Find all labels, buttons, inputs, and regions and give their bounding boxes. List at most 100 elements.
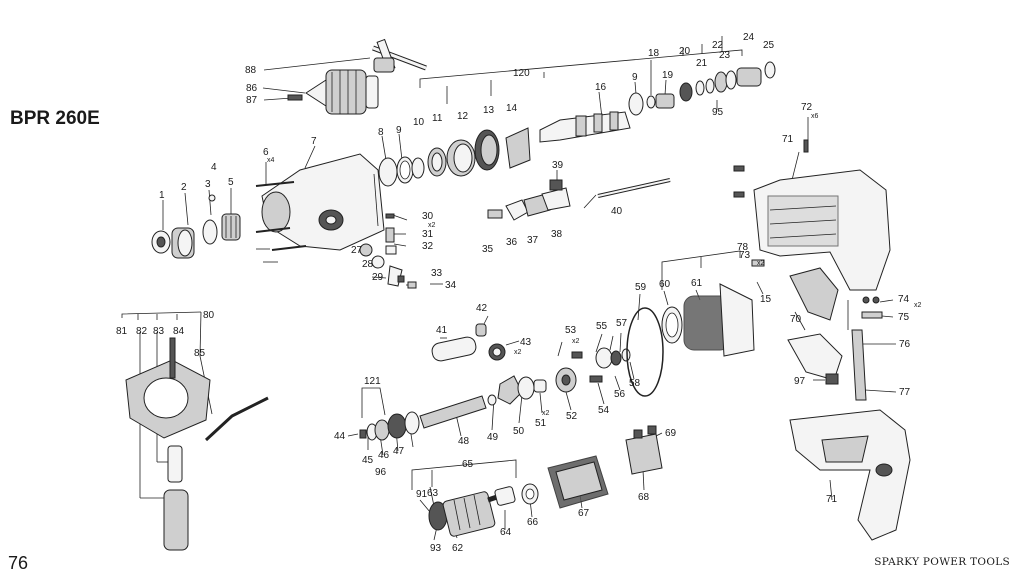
part-label-25: 25 <box>763 40 775 51</box>
part-label-7: 7 <box>311 136 317 147</box>
part-label-85: 85 <box>194 348 206 359</box>
part-label-82: 82 <box>136 326 148 337</box>
part-label-72: 72 <box>801 102 813 113</box>
part-label-48: 48 <box>458 436 470 447</box>
part-label-2: 2 <box>181 182 187 193</box>
gear-train-upper <box>378 127 531 187</box>
part-label-55: 55 <box>596 321 608 332</box>
part-label-95: 95 <box>712 107 724 118</box>
part-label-81: 81 <box>116 326 128 337</box>
part-label-27: 27 <box>351 245 363 256</box>
hammer-parts <box>487 178 671 221</box>
side-handle-illustration <box>125 337 269 551</box>
part-label-4: 4 <box>211 162 217 173</box>
parts-illustrations <box>125 38 911 551</box>
part-label-65: 65 <box>462 459 474 470</box>
part-label-37: 37 <box>527 235 539 246</box>
part-label-42: 42 <box>476 303 488 314</box>
part-label-60: 60 <box>659 279 671 290</box>
part-label-93: 93 <box>430 543 442 554</box>
part-label-9a: 9 <box>396 125 402 136</box>
part-label-76: 76 <box>899 339 911 350</box>
part-label-33: 33 <box>431 268 443 279</box>
part-label-67: 67 <box>578 508 590 519</box>
part-label-8: 8 <box>378 127 384 138</box>
part-label-41: 41 <box>436 325 448 336</box>
part-label-44: 44 <box>334 431 346 442</box>
part-label-23: 23 <box>719 50 731 61</box>
intermediate-shaft-parts <box>359 347 631 441</box>
part-label-21: 21 <box>696 58 708 69</box>
part-label-71b: 71 <box>826 494 838 505</box>
part-label-9b: 9 <box>632 72 638 83</box>
part-label-28: 28 <box>362 259 374 270</box>
part-label-62: 62 <box>452 543 464 554</box>
part-label-51: 51 <box>535 418 547 429</box>
part-label-52: 52 <box>566 411 578 422</box>
part-label-70: 70 <box>790 314 802 325</box>
part-label-32: 32 <box>422 241 434 252</box>
part-label-13: 13 <box>483 105 495 116</box>
part-qty-74: x2 <box>914 302 922 309</box>
part-label-97: 97 <box>794 376 806 387</box>
switch-parts <box>751 259 883 401</box>
part-label-84: 84 <box>173 326 185 337</box>
part-label-31: 31 <box>422 229 434 240</box>
part-label-22: 22 <box>712 40 724 51</box>
part-label-56: 56 <box>614 389 626 400</box>
chuck-key-illustration <box>372 38 427 73</box>
part-label-19: 19 <box>662 70 674 81</box>
part-qty-6: x4 <box>267 157 275 164</box>
part-qty-43: x2 <box>514 349 522 356</box>
part-label-46: 46 <box>378 450 390 461</box>
part-qty-51: x2 <box>542 410 550 417</box>
part-label-14: 14 <box>506 103 518 114</box>
part-qty-30: x2 <box>428 222 436 229</box>
keyed-chuck-illustration <box>287 69 379 115</box>
piston-parts <box>431 323 506 362</box>
part-label-49: 49 <box>487 432 499 443</box>
part-label-91: 91 <box>416 489 428 500</box>
part-label-45: 45 <box>362 455 374 466</box>
part-label-80: 80 <box>203 310 215 321</box>
part-label-73: 73 <box>739 250 751 261</box>
part-label-16: 16 <box>595 82 607 93</box>
part-label-24: 24 <box>743 32 755 43</box>
part-label-12: 12 <box>457 111 469 122</box>
part-label-77: 77 <box>899 387 911 398</box>
front-cap-parts <box>151 194 241 259</box>
part-label-53: 53 <box>565 325 577 336</box>
part-label-54: 54 <box>598 405 610 416</box>
part-label-57: 57 <box>616 318 628 329</box>
part-label-50: 50 <box>513 426 525 437</box>
motor-housing-illustration <box>733 139 891 291</box>
part-label-11: 11 <box>432 113 443 124</box>
part-label-43: 43 <box>520 337 532 348</box>
part-label-5: 5 <box>228 177 234 188</box>
part-label-36: 36 <box>506 237 518 248</box>
part-label-61: 61 <box>691 278 703 289</box>
part-label-64: 64 <box>500 527 512 538</box>
part-label-29: 29 <box>372 272 384 283</box>
part-label-6: 6 <box>263 147 269 158</box>
part-label-1: 1 <box>159 190 165 201</box>
spindle-assembly <box>539 61 776 143</box>
part-label-78: 78 <box>737 242 749 253</box>
part-label-10: 10 <box>413 117 425 128</box>
part-label-18: 18 <box>648 48 660 59</box>
part-label-58: 58 <box>629 378 641 389</box>
stator-brush-illustration <box>547 425 663 509</box>
part-label-40: 40 <box>611 206 623 217</box>
part-label-83: 83 <box>153 326 165 337</box>
part-qty-53: x2 <box>572 338 580 345</box>
gearbox-housing-illustration <box>255 153 385 251</box>
part-label-63: 63 <box>427 488 439 499</box>
armature-illustration <box>428 483 539 537</box>
part-label-121: 121 <box>364 376 381 387</box>
part-label-88: 88 <box>245 65 257 76</box>
part-label-38: 38 <box>551 229 563 240</box>
part-label-3: 3 <box>205 179 211 190</box>
